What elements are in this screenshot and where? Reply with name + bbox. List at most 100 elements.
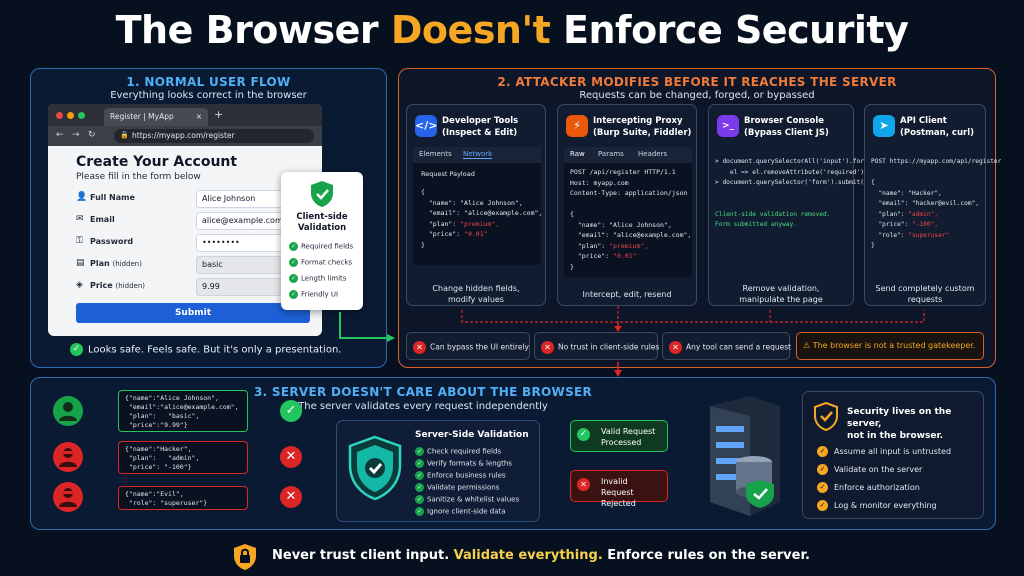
x-icon: ✕ [669, 341, 682, 354]
check-icon: ✓ [289, 242, 298, 251]
field-label: Email [90, 215, 115, 224]
tab-headers[interactable]: Headers [638, 150, 668, 158]
hacker-avatar-icon [53, 442, 83, 472]
paper-plane-icon: ➤ [873, 115, 895, 137]
field-label: Full Name [90, 193, 135, 202]
dashed-red-connector [461, 310, 925, 323]
server-validation-item: ✓Sanitize & whitelist values [415, 495, 520, 504]
tool-card-api-client: ➤ API Client(Postman, curl) POST https:/… [864, 104, 1001, 306]
form-subtitle: Please fill in the form below [76, 172, 201, 182]
console-code: > document.querySelectorAll('input').for… [715, 158, 883, 228]
browser-tab-label: Register | MyApp [110, 112, 174, 121]
security-heading: Security lives on the server,not in the … [847, 407, 952, 441]
validation-item: ✓Friendly UI [289, 290, 339, 299]
tool-title: Browser Console(Bypass Client JS) [744, 116, 829, 138]
request-legit: {"name":"Alice Johnson", "email":"alice@… [118, 390, 248, 432]
tool-title: API Client(Postman, curl) [900, 116, 974, 138]
check-icon: ✓ [415, 483, 424, 492]
check-icon: ✓ [289, 274, 298, 283]
proxy-pane: Raw Params Headers POST /api/register HT… [564, 147, 692, 277]
forward-arrow-icon[interactable]: → [72, 130, 80, 140]
validation-item: ✓Format checks [289, 258, 353, 267]
reload-icon[interactable]: ↻ [88, 130, 96, 140]
validation-item: ✓Required fields [289, 242, 354, 251]
validation-item: ✓Length limits [289, 274, 347, 283]
devtools-pane: Elements Network Request Payload { "name… [413, 147, 542, 265]
proxy-tabs: Raw Params Headers [564, 147, 692, 163]
tab-elements[interactable]: Elements [419, 150, 452, 158]
code-brackets-icon: </> [415, 115, 437, 137]
page-title: The Browser Doesn't Enforce Security [115, 8, 909, 52]
server-validation-item: ✓Ignore client-side data [415, 507, 506, 516]
x-circle-icon: ✕ [280, 446, 302, 468]
server-rack-icon [710, 396, 780, 516]
devtools-tabs: Elements Network [413, 147, 541, 163]
padlock-shield-icon [234, 544, 256, 570]
tool-caption: Change hidden fields,modify values [432, 284, 520, 304]
close-window-dot-icon[interactable] [56, 112, 63, 119]
tool-card-console: >_ Browser Console(Bypass Client JS) > d… [708, 104, 883, 306]
server-validation-item: ✓Enforce business rules [415, 471, 506, 480]
back-arrow-icon[interactable]: ← [56, 130, 64, 140]
tab-raw[interactable]: Raw [570, 150, 585, 158]
browser-tab-bar: Register | MyApp × + [48, 104, 322, 126]
check-icon: ✓ [289, 290, 298, 299]
check-circle-icon: ✓ [577, 428, 590, 441]
normal-to-attacker-arrow [339, 312, 392, 339]
server-validation-card: Server-Side Validation ✓Check required f… [336, 420, 540, 522]
check-icon: ✓ [817, 464, 828, 475]
panel1-title: 1. NORMAL USER FLOW [126, 75, 291, 89]
footer-banner: Never trust client input. Validate every… [0, 538, 1024, 576]
risk-bypass-ui: ✕Can bypass the UI entirely [406, 332, 530, 360]
tool-card-devtools: </> Developer Tools(Inspect & Edit) Elem… [406, 104, 546, 306]
arrowhead [387, 334, 395, 342]
server-validation-item: ✓Validate permissions [415, 483, 500, 492]
panel1-subtitle: Everything looks correct in the browser [110, 90, 307, 101]
address-url: https://myapp.com/register [132, 131, 235, 140]
check-icon: ✓ [415, 507, 424, 516]
check-circle-icon: ✓ [70, 343, 83, 356]
address-field[interactable]: 🔒https://myapp.com/register [114, 129, 314, 143]
panel3-title: 3. SERVER DOESN'T CARE ABOUT THE BROWSER [253, 385, 593, 399]
check-icon: ✓ [415, 459, 424, 468]
shield-check-icon [814, 402, 838, 432]
server-validation-item: ✓Verify formats & lengths [415, 459, 512, 468]
check-icon: ✓ [289, 258, 298, 267]
mail-icon: ✉ [76, 214, 84, 224]
risk-any-tool: ✕Any tool can send a request [662, 332, 791, 360]
new-tab-plus-icon[interactable]: + [214, 108, 224, 121]
browser-window: Register | MyApp × + ← → ↻ 🔒https://myap… [48, 104, 322, 336]
submit-button[interactable]: Submit [76, 303, 310, 323]
panel3-subtitle: The server validates every request indep… [298, 401, 548, 412]
minimize-window-dot-icon[interactable] [67, 112, 74, 119]
lightning-icon: ⚡ [566, 115, 588, 137]
check-icon: ✓ [817, 482, 828, 493]
browser-tab[interactable]: Register | MyApp × [104, 108, 208, 126]
tab-network[interactable]: Network [463, 150, 493, 159]
server-validation-title: Server-Side Validation [415, 430, 529, 440]
security-summary-card: Security lives on the server,not in the … [802, 391, 984, 519]
security-item: ✓Assume all input is untrusted [817, 446, 951, 457]
tab-params[interactable]: Params [598, 150, 624, 158]
check-icon: ✓ [817, 500, 828, 511]
check-icon: ✓ [817, 446, 828, 457]
user-icon: 👤 [76, 192, 88, 202]
panel2-subtitle: Requests can be changed, forged, or bypa… [579, 90, 815, 101]
plan-icon: ▤ [76, 258, 85, 268]
tab-close-icon[interactable]: × [195, 112, 202, 121]
security-item: ✓Log & monitor everything [817, 500, 937, 511]
lock-icon: 🔒 [120, 131, 129, 139]
terminal-icon: >_ [717, 115, 739, 137]
request-hacker: {"name":"Hacker", "plan": "admin", "pric… [118, 441, 248, 474]
warning-box: ⚠ The browser is not a trusted gatekeepe… [796, 332, 984, 360]
x-circle-icon: ✕ [577, 478, 590, 491]
footer-text: Never trust client input. Validate every… [272, 548, 810, 563]
maximize-window-dot-icon[interactable] [78, 112, 85, 119]
warning-triangle-icon: ⚠ [803, 341, 811, 350]
shield-check-icon [311, 181, 333, 207]
tool-card-proxy: ⚡ Intercepting Proxy(Burp Suite, Fiddler… [557, 104, 697, 306]
